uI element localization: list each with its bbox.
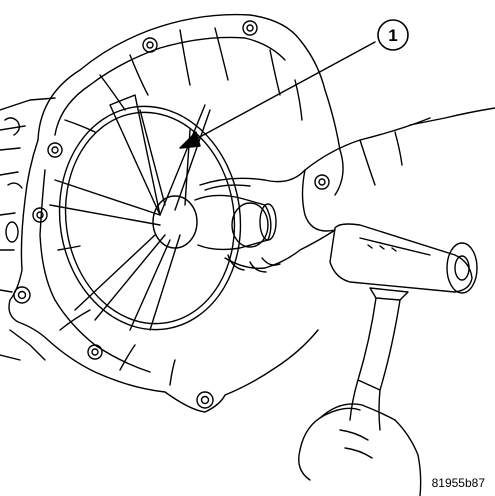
seal-installer-tool: [49, 94, 211, 331]
figure-id: 81955b87: [431, 476, 485, 490]
callout-arrowhead: [179, 131, 201, 149]
hammer: [329, 223, 478, 431]
callout-number: 1: [388, 26, 397, 45]
callout-circle: [377, 19, 409, 51]
callout-leader-line: [184, 41, 376, 146]
transmission-body: [0, 97, 56, 361]
bell-housing: [8, 13, 344, 413]
hand-holding-tool: [199, 107, 495, 273]
callout-1: 1: [179, 19, 409, 149]
hand-holding-hammer: [298, 403, 422, 496]
oil-seal-bore: [58, 105, 242, 331]
driver-handle: [194, 194, 277, 251]
